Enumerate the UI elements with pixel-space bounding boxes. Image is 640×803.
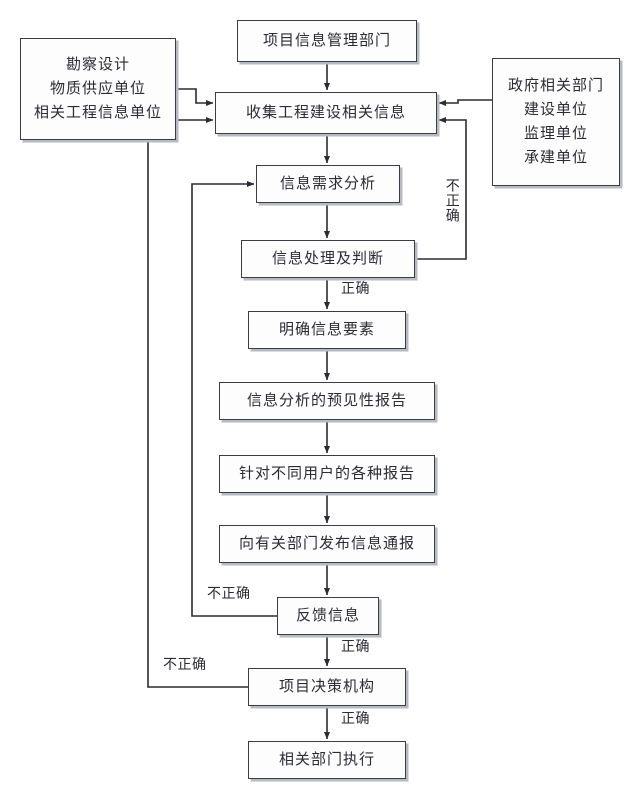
node-decision-org[interactable]: 项目决策机构 bbox=[248, 668, 406, 706]
node-user-reports[interactable]: 针对不同用户的各种报告 bbox=[219, 455, 435, 493]
node-label: 收集工程建设相关信息 bbox=[245, 104, 406, 121]
node-label: 项目决策机构 bbox=[278, 678, 375, 695]
node-depts-execute[interactable]: 相关部门执行 bbox=[248, 741, 406, 779]
edge-process-incorrect-to-collect bbox=[415, 116, 467, 260]
edge-label-incorrect-decision: 不正确 bbox=[163, 658, 207, 673]
node-government-units[interactable]: 政府相关部门 建设单位 监理单位 承建单位 bbox=[492, 58, 620, 186]
node-project-info-dept[interactable]: 项目信息管理部门 bbox=[237, 20, 417, 62]
node-label-line1: 勘察设计 bbox=[65, 56, 130, 73]
node-publish-bulletin[interactable]: 向有关部门发布信息通报 bbox=[219, 525, 435, 563]
node-demand-analysis[interactable]: 信息需求分析 bbox=[256, 165, 400, 203]
edge-label-incorrect-feedback: 不正确 bbox=[207, 587, 251, 602]
node-label: 信息处理及判断 bbox=[271, 250, 384, 267]
node-label: 信息分析的预见性报告 bbox=[246, 392, 407, 409]
node-process-judge[interactable]: 信息处理及判断 bbox=[241, 240, 415, 278]
edge-feedback-incorrect-to-demand bbox=[191, 180, 277, 617]
edge-label-incorrect-judge: 不正确 bbox=[443, 178, 459, 223]
node-predictive-report[interactable]: 信息分析的预见性报告 bbox=[219, 382, 435, 420]
node-label: 信息需求分析 bbox=[279, 175, 376, 192]
edge-decision-incorrect-to-collect bbox=[147, 116, 248, 688]
node-label: 针对不同用户的各种报告 bbox=[238, 465, 415, 482]
node-label: 反馈信息 bbox=[295, 607, 360, 624]
edge-label-correct-judge: 正确 bbox=[341, 282, 370, 297]
node-label-line3: 相关工程信息单位 bbox=[33, 104, 162, 121]
node-label-line2: 物质供应单位 bbox=[49, 80, 146, 97]
node-clarify-elements[interactable]: 明确信息要素 bbox=[248, 311, 406, 349]
node-collect-info[interactable]: 收集工程建设相关信息 bbox=[215, 92, 437, 134]
node-label-line4: 承建单位 bbox=[523, 149, 588, 166]
node-label: 明确信息要素 bbox=[278, 321, 375, 338]
node-label-line1: 政府相关部门 bbox=[507, 77, 604, 94]
node-survey-supply-units[interactable]: 勘察设计 物质供应单位 相关工程信息单位 bbox=[20, 38, 176, 140]
edge-label-correct-feedback: 正确 bbox=[341, 640, 370, 655]
node-label: 相关部门执行 bbox=[278, 751, 375, 768]
edge-label-correct-decision: 正确 bbox=[341, 712, 370, 727]
edge-survey-to-collect bbox=[176, 88, 214, 107]
node-label-line2: 建设单位 bbox=[523, 101, 588, 118]
node-label-line3: 监理单位 bbox=[523, 125, 588, 142]
node-label: 项目信息管理部门 bbox=[262, 32, 391, 49]
node-label: 向有关部门发布信息通报 bbox=[238, 535, 415, 552]
node-feedback-info[interactable]: 反馈信息 bbox=[277, 597, 379, 635]
edge-government-to-collect bbox=[438, 99, 492, 107]
